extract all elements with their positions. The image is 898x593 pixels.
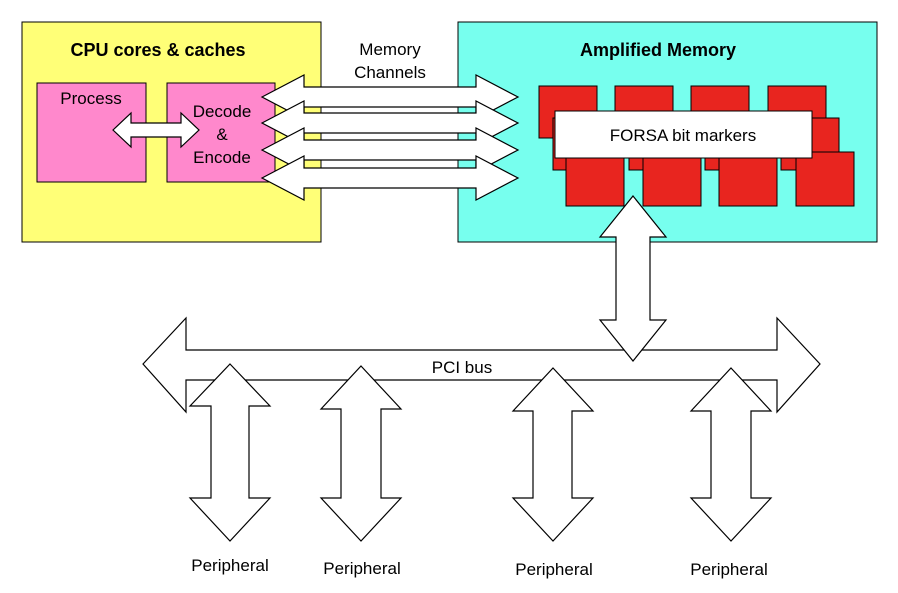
cpu-box-title: CPU cores & caches [70,40,245,60]
memory-channel-arrows [260,74,520,201]
process-label: Process [60,89,121,108]
memory-box-title: Amplified Memory [580,40,736,60]
pci-bus-arrow [142,316,821,414]
peripheral-arrows [188,363,773,542]
memory-chip [565,151,625,207]
memory-channels-label-line2: Channels [354,63,426,82]
cpu-box: CPU cores & caches Process Decode & Enco… [21,21,322,243]
forsa-marker-box [554,110,813,159]
peripheral-label: Peripheral [515,560,593,579]
peripheral-arrow [511,367,595,542]
memory-chip [718,151,778,207]
peripheral-label: Peripheral [323,559,401,578]
memory-bus-arrow [598,195,668,362]
memory-channels-label-line1: Memory [359,40,421,59]
forsa-marker-label: FORSA bit markers [610,126,756,145]
peripheral-arrow [689,367,773,542]
peripheral-arrow [188,363,272,542]
peripheral-arrow [319,365,403,542]
memory-chip [795,151,855,207]
memory-channel-arrow [260,155,520,201]
process-decode-arrow [112,111,200,149]
peripheral-label: Peripheral [690,560,768,579]
ampersand-label: & [216,125,228,144]
memory-chip [642,151,702,207]
peripheral-label: Peripheral [191,556,269,575]
encode-label: Encode [193,148,251,167]
memory-box: Amplified Memory FORSA bit markers [457,21,878,243]
decode-label: Decode [193,102,252,121]
pci-bus-label: PCI bus [432,358,492,377]
